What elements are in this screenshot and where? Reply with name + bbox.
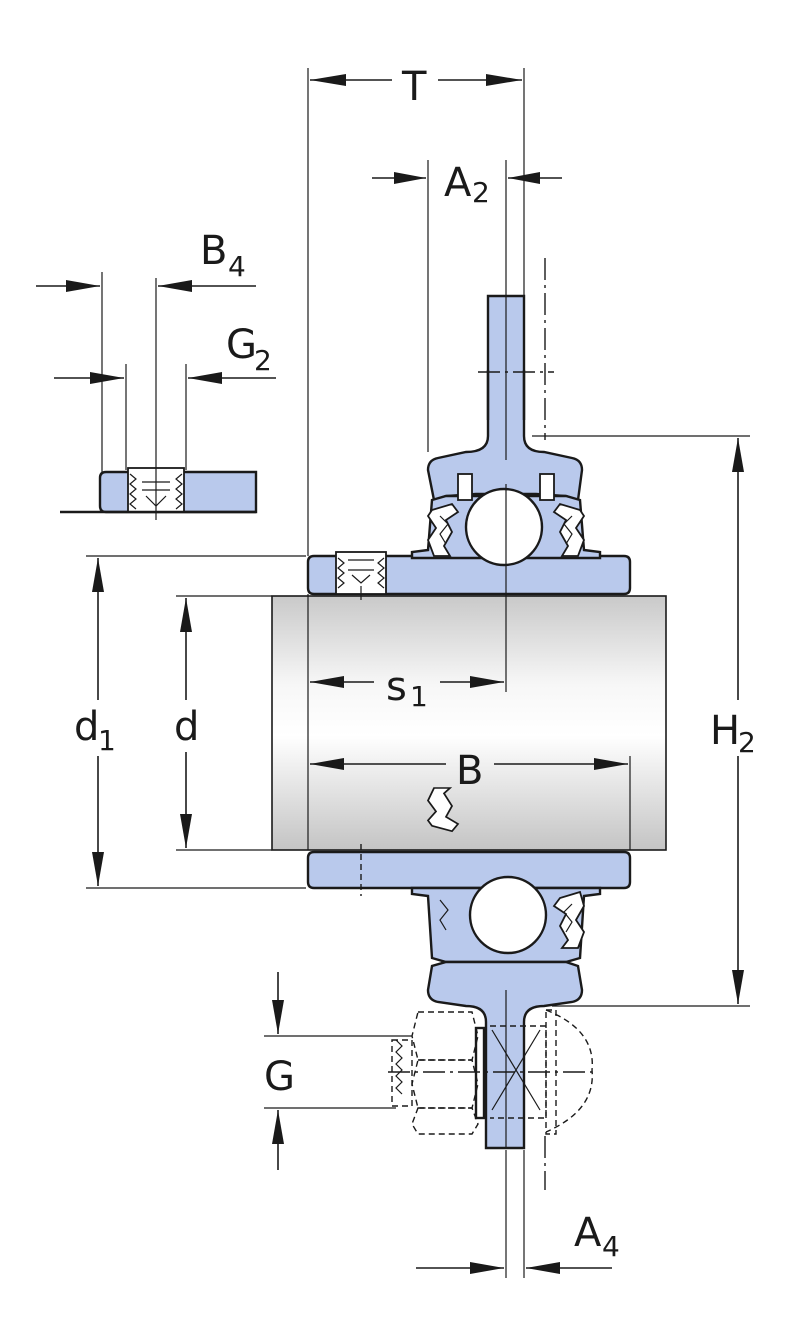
label-B4-sub: 4 [228, 250, 246, 283]
dim-G: G [264, 972, 412, 1170]
flange-bore-top [486, 370, 526, 420]
label-A2: A [444, 160, 472, 206]
label-B4: B [200, 228, 227, 274]
ball-top [464, 487, 544, 567]
inner-ring-top [306, 554, 632, 596]
label-T: T [401, 64, 427, 110]
ball-bottom [468, 875, 548, 955]
label-A4-sub: 4 [602, 1230, 620, 1263]
dim-G2: G 2 [54, 322, 276, 384]
shaft [271, 595, 667, 851]
label-A4: A [574, 1210, 602, 1256]
grub-screw-icon [335, 551, 387, 600]
cage-top [539, 473, 555, 501]
dim-B: B [310, 748, 631, 850]
dim-d1: d 1 [74, 555, 306, 889]
housing-flange-top [426, 294, 584, 502]
housing-flange-bottom [426, 960, 584, 1150]
inner-ring-bottom [306, 850, 632, 890]
inset-detail [60, 272, 258, 520]
seal-right-top [552, 502, 586, 557]
label-G2: G [226, 322, 257, 368]
label-A2-sub: 2 [472, 176, 490, 209]
seal-right-bottom [552, 890, 586, 949]
dim-d: d [174, 595, 272, 851]
label-H2-sub: 2 [738, 726, 756, 759]
seal-left-top [426, 502, 460, 557]
dim-H2: H 2 [532, 435, 756, 1007]
dim-A2: A 2 [372, 160, 562, 452]
dim-s1: s 1 [307, 594, 504, 850]
label-s1: s [386, 664, 407, 710]
cage-top-left [457, 473, 473, 501]
label-B: B [456, 748, 483, 794]
label-H2: H [710, 708, 740, 754]
label-s1-sub: 1 [410, 680, 428, 713]
dim-A4: A 4 [416, 1150, 620, 1278]
dim-T: T [307, 64, 525, 556]
label-G: G [264, 1054, 295, 1100]
seal-left-bottom [426, 787, 460, 931]
dim-B4: B 4 [36, 228, 256, 292]
label-d1-sub: 1 [98, 724, 116, 757]
label-d1: d [74, 704, 99, 750]
label-G2-sub: 2 [254, 344, 272, 377]
label-d: d [174, 704, 199, 750]
bolt-nut-icon [388, 1009, 593, 1135]
